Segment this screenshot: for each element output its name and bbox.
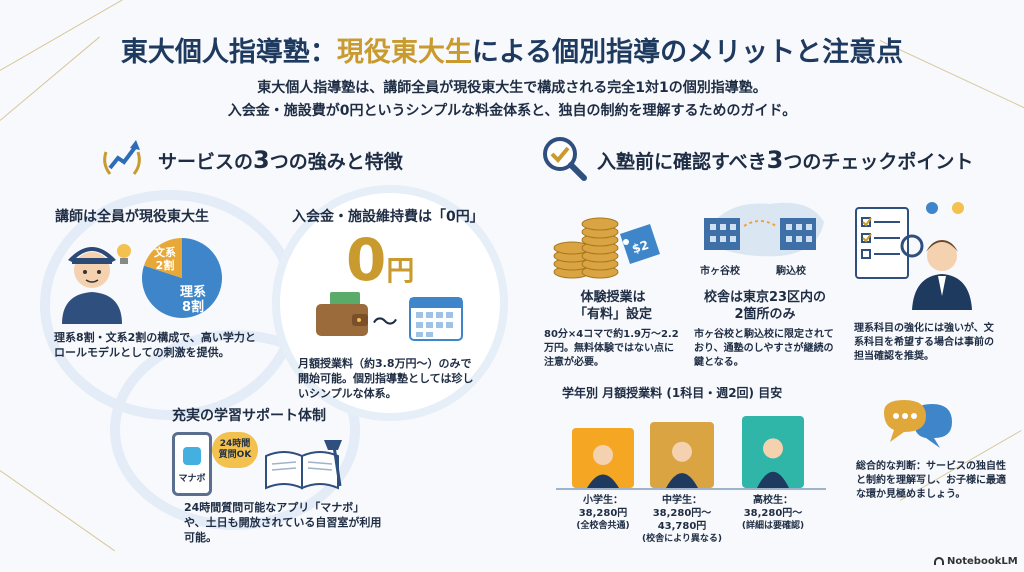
point-2-title: 校舎は東京23区内の 2箇所のみ <box>703 290 827 322</box>
feature-3-desc: 24時間質問可能なアプリ「マナボ」や、土日も開放されている自習室が利用可能。 <box>184 501 382 544</box>
student-figure-icon <box>587 445 619 488</box>
point-3-desc: 理系科目の強化には強いが、文系科目を希望する場合は事前の担当確認を推奨。 <box>854 323 994 362</box>
smartphone-app-icon: マナボ <box>172 432 212 496</box>
decorative-ring <box>110 330 360 530</box>
fee-bar-card <box>572 428 634 488</box>
fee-chart-baseline <box>556 488 826 490</box>
teacher-ratio-pie-chart <box>140 236 224 320</box>
feature-2-title: 入会金・施設維持費は「0円」 <box>292 209 484 225</box>
subtitle-line-1: 東大個人指導塾は、講師全員が現役東大生で構成される完全1対1の個別指導塾。 <box>257 80 767 96</box>
brand-text: NotebookLM <box>947 556 1018 567</box>
point-1-desc: 80分×4コマで約1.9万〜2.2万円。無料体験ではない点に注意が必要。 <box>544 329 679 368</box>
zero-value: 0 <box>346 226 387 294</box>
point-1-title: 体験授業は 「有料」設定 <box>573 290 652 322</box>
feature-3-title: 充実の学習サポート体制 <box>172 408 326 424</box>
pie-slice-bunkei <box>143 238 182 278</box>
point-2-desc: 市ヶ谷校と駒込校に限定されており、通塾のしやすさが継続の鍵となる。 <box>694 329 834 368</box>
book-lamp-icon <box>262 436 348 492</box>
heading-number: 3 <box>253 146 270 174</box>
notebooklm-logo-icon <box>934 557 944 565</box>
fee-bar-card <box>742 416 804 488</box>
growth-laurel-icon <box>98 134 146 182</box>
fee-grade: 中学生： <box>662 495 702 506</box>
school-label-ichigaya: 市ヶ谷校 <box>700 266 740 277</box>
lightbulb-icon <box>114 242 134 268</box>
fee-note: (全校舎共通) <box>576 521 630 531</box>
fee-value: 38,280円〜 43,780円 <box>652 508 712 532</box>
school-label-komagome: 駒込校 <box>776 266 806 277</box>
fee-bar-label: 中学生： 38,280円〜 43,780円 (校舎により異なる) <box>630 494 734 546</box>
student-avatar-icon <box>52 232 132 324</box>
fee-grade: 小学生： <box>583 495 623 506</box>
fee-note: (詳細は要確認) <box>741 521 805 531</box>
student-figure-icon <box>757 438 789 488</box>
right-section-heading: 入塾前に確認すべき3つのチェックポイント <box>597 146 973 174</box>
decorative-line <box>0 470 115 552</box>
calendar-icon <box>408 292 464 342</box>
fee-note: (校舎により異なる) <box>641 534 723 544</box>
zero-yen-circle <box>272 185 508 421</box>
app-name: マナボ <box>178 474 206 484</box>
fee-value: 38,280円〜 <box>743 508 803 519</box>
notebooklm-brand: NotebookLM <box>934 556 1018 567</box>
heading-text: サービスの <box>158 151 254 173</box>
left-section-heading: サービスの3つの強みと特徴 <box>158 146 403 174</box>
pie-label-rikei: 理系 8割 <box>180 285 207 315</box>
fee-bar-label: 高校生： 38,280円〜 (詳細は要確認) <box>722 494 824 533</box>
zero-yen-value: 0円 <box>346 226 414 294</box>
heading-text: つのチェックポイント <box>783 151 974 173</box>
tokyo-map-icon <box>700 196 830 260</box>
feature-1-title: 講師は全員が現役東大生 <box>55 209 209 225</box>
tilde-symbol: 〜 <box>372 308 399 338</box>
fee-value: 38,280円 <box>578 508 628 519</box>
heading-text: 入塾前に確認すべき <box>597 151 767 173</box>
fee-bar-label: 小学生： 38,280円 (全校舎共通) <box>552 494 654 533</box>
page-title: 東大個人指導塾：現役東大生による個別指導のメリットと注意点 <box>0 30 1024 69</box>
conclusion-text: 総合的な判断：サービスの独自性と制約を理解写し、お子様に最適な環か見極めましょう… <box>856 461 1006 500</box>
feature-1-desc: 理系8割・文系2割の構成で、高い学力とロールモデルとしての刺激を提供。 <box>54 331 256 359</box>
fee-chart-title: 学年別 月額授業料 (1科目・週2回) 目安 <box>562 386 783 400</box>
fee-bar-card <box>650 422 714 488</box>
pie-label-bunkei: 文系 2割 <box>154 246 176 272</box>
title-part: 東大個人指導塾： <box>120 37 337 68</box>
speech-bubble-24h: 24時間 質問OK <box>212 432 258 468</box>
wallet-icon <box>312 290 376 340</box>
magnifier-check-icon <box>540 134 588 182</box>
title-part: による個別指導のメリットと注意点 <box>471 37 904 68</box>
chat-bubbles-icon <box>880 396 956 452</box>
coins-price-tag-icon <box>552 206 662 284</box>
heading-text: つの強みと特徴 <box>269 151 403 173</box>
student-figure-icon <box>666 441 698 488</box>
fee-grade: 高校生： <box>753 495 793 506</box>
heading-number: 3 <box>766 146 784 174</box>
feature-2-desc: 月額授業料（約3.8万円〜）のみで開始可能。個別指導塾としては珍しいシンプルな体… <box>298 357 474 400</box>
checklist-consultant-icon <box>852 198 982 310</box>
yen-unit: 円 <box>386 254 415 287</box>
app-logo-icon <box>183 447 201 465</box>
title-highlight: 現役東大生 <box>336 37 472 68</box>
subtitle-line-2: 入会金・施設費が0円というシンプルな料金体系と、独自の制約を理解するためのガイド… <box>227 103 797 119</box>
